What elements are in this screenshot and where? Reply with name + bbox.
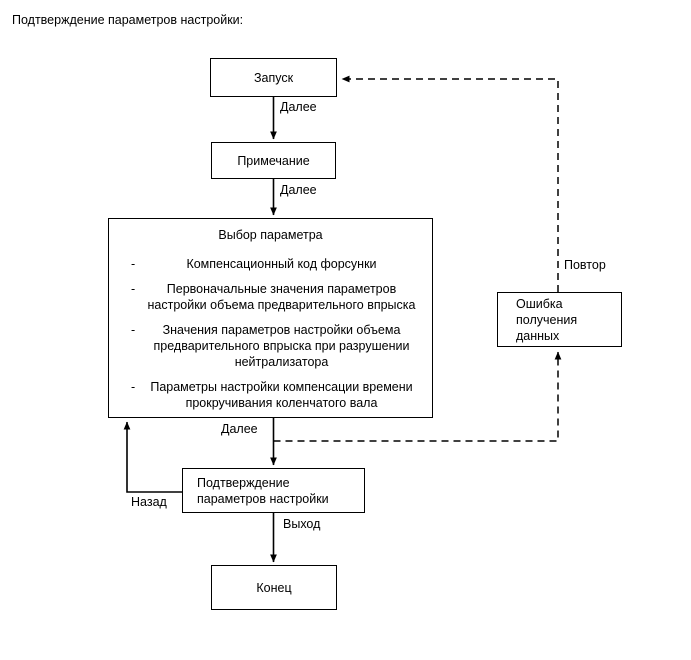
list-item: Компенсационный код форсунки — [131, 256, 422, 272]
edge-label-start-note: Далее — [278, 99, 319, 115]
node-parameter-selection[interactable]: Выбор параметра Компенсационный код форс… — [108, 218, 433, 418]
edge-label-note-params: Далее — [278, 182, 319, 198]
node-end[interactable]: Конец — [211, 565, 337, 610]
edge-confirm-to-params-back — [123, 421, 182, 493]
node-confirm-settings[interactable]: Подтверждение параметров настройки — [182, 468, 365, 513]
parameter-selection-header: Выбор параметра — [218, 228, 323, 242]
edge-label-confirm-end: Выход — [281, 516, 323, 532]
edge-label-params-confirm: Далее — [219, 421, 260, 437]
list-item: Значения параметров настройки объема пре… — [131, 322, 422, 370]
node-note[interactable]: Примечание — [211, 142, 336, 179]
node-data-error[interactable]: Ошибка получения данных — [497, 292, 622, 347]
parameter-list: Компенсационный код форсунки Первоначаль… — [109, 256, 432, 411]
page-title: Подтверждение параметров настройки: — [12, 13, 244, 27]
list-item: Параметры настройки компенсации времени … — [131, 379, 422, 411]
list-item: Первоначальные значения параметров настр… — [131, 281, 422, 313]
edge-label-confirm-params-back: Назад — [129, 494, 169, 510]
edge-label-error-start-repeat: Повтор — [562, 257, 608, 273]
node-start[interactable]: Запуск — [210, 58, 337, 97]
